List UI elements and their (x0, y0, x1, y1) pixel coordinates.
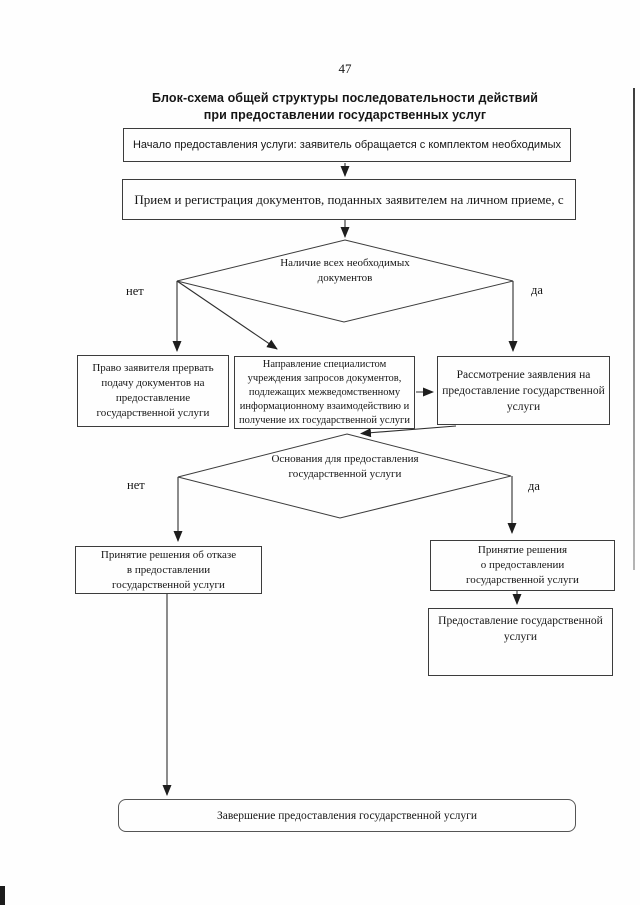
decision-1-shape (176, 239, 514, 323)
node-service-provision: Предоставление государственной услуги (428, 608, 613, 676)
node-start-label: Начало предоставления услуги: заявитель … (132, 139, 562, 151)
decision-2-label: Основания для предоставления государстве… (271, 453, 419, 480)
node-approval-decision: Принятие решения о предоставлении госуда… (430, 540, 615, 591)
edge-label-yes-1: да (531, 283, 543, 297)
node-approval-decision-label: Принятие решения о предоставлении госуда… (466, 544, 579, 586)
node-application-review-label: Рассмотрение заявления на предоставление… (442, 368, 605, 413)
node-reception-label: Прием и регистрация документов, поданных… (134, 191, 564, 207)
node-right-to-interrupt-label: Право заявителя прервать подачу документ… (92, 362, 214, 419)
node-right-to-interrupt: Право заявителя прервать подачу документ… (77, 355, 229, 427)
edge-label-no-2: нет (127, 478, 145, 492)
decision-2-shape (177, 433, 512, 519)
node-application-review: Рассмотрение заявления на предоставление… (437, 356, 610, 425)
node-start: Начало предоставления услуги: заявитель … (123, 128, 571, 162)
node-interagency-requests-label: Направление специалистом учреждения запр… (239, 358, 410, 426)
edge-label-yes-2: да (528, 479, 540, 493)
node-reception: Прием и регистрация документов, поданных… (122, 179, 576, 220)
scan-artifact-corner-mark (0, 886, 5, 905)
decision-1-label: Наличие всех необходимых документов (280, 257, 410, 284)
page-number: 47 (338, 61, 352, 76)
edge-label-no-1: нет (126, 284, 144, 298)
node-interagency-requests: Направление специалистом учреждения запр… (234, 356, 415, 429)
node-end: Завершение предоставления государственно… (118, 799, 576, 832)
scan-artifact-vertical-line (633, 88, 635, 570)
node-refusal-decision: Принятие решения об отказе в предоставле… (75, 546, 262, 594)
node-service-provision-label: Предоставление государственной услуги (438, 615, 603, 643)
node-refusal-decision-label: Принятие решения об отказе в предоставле… (100, 548, 237, 591)
node-end-label: Завершение предоставления государственно… (216, 809, 478, 822)
arrow-decision1-to-requests (176, 280, 278, 350)
page-title: Блок-схема общей структуры последователь… (151, 91, 539, 122)
arrow-review-to-decision2 (360, 425, 457, 438)
